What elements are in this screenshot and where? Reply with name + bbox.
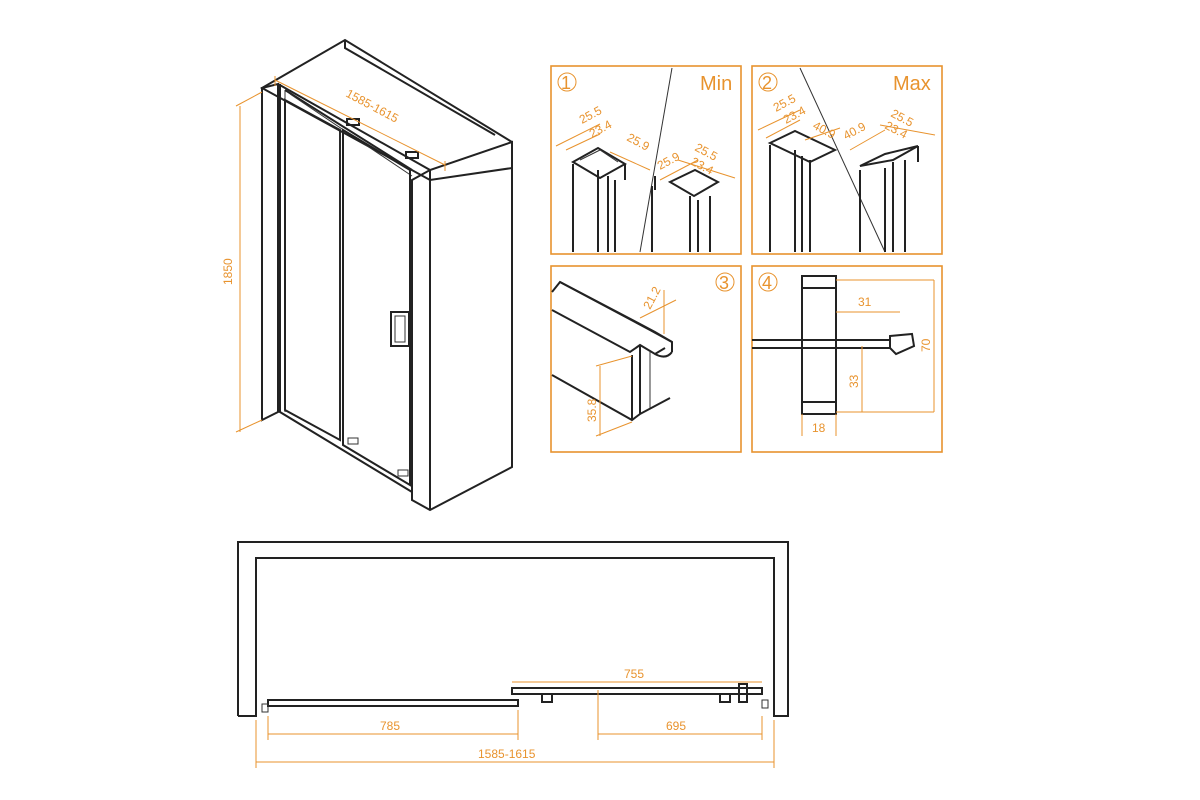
detail-1-min: 1 Min 25.5 23.4 25.9 25.9 25.5 23.4	[550, 65, 742, 255]
detail-4-dim-d: 18	[812, 421, 826, 435]
detail-2-dim-c: 40.9	[811, 118, 838, 141]
detail-3-dim-b: 35.8	[585, 398, 599, 422]
detail-1-dim-d: 25.9	[655, 149, 682, 172]
cabin-3d-view: 1585-1615 1850	[221, 38, 513, 512]
detail-2-dim-d: 40.9	[841, 119, 868, 142]
detail-4-index: 4	[762, 273, 772, 293]
detail-3-profile: 3 21.2 35.8	[550, 265, 742, 453]
detail-1-index: 1	[561, 73, 571, 93]
detail-4-dim-a: 31	[858, 295, 872, 309]
detail-2-max: 2 Max 25.5 23.4 40.9 40.9 25.5 23.4	[751, 65, 943, 255]
cabin-height-label: 1850	[221, 258, 235, 285]
plan-lower-left-dim: 785	[380, 719, 400, 733]
plan-upper-dim: 755	[624, 667, 644, 681]
plan-overall-dim: 1585-1615	[478, 747, 536, 761]
detail-3-dim-a: 21.2	[640, 284, 663, 311]
detail-1-tag: Min	[700, 73, 732, 95]
detail-2-index: 2	[762, 73, 772, 93]
detail-1-dim-c: 25.9	[625, 130, 652, 153]
detail-3-index: 3	[719, 273, 729, 293]
detail-2-tag: Max	[893, 73, 931, 95]
detail-4-seal: 4 31 70 33 18	[751, 265, 943, 453]
detail-4-dim-c: 33	[847, 374, 861, 388]
front-plan-view: 755 785 695 1585-1615	[237, 541, 789, 768]
plan-lower-right-dim: 695	[666, 719, 686, 733]
detail-4-dim-b: 70	[919, 338, 933, 352]
